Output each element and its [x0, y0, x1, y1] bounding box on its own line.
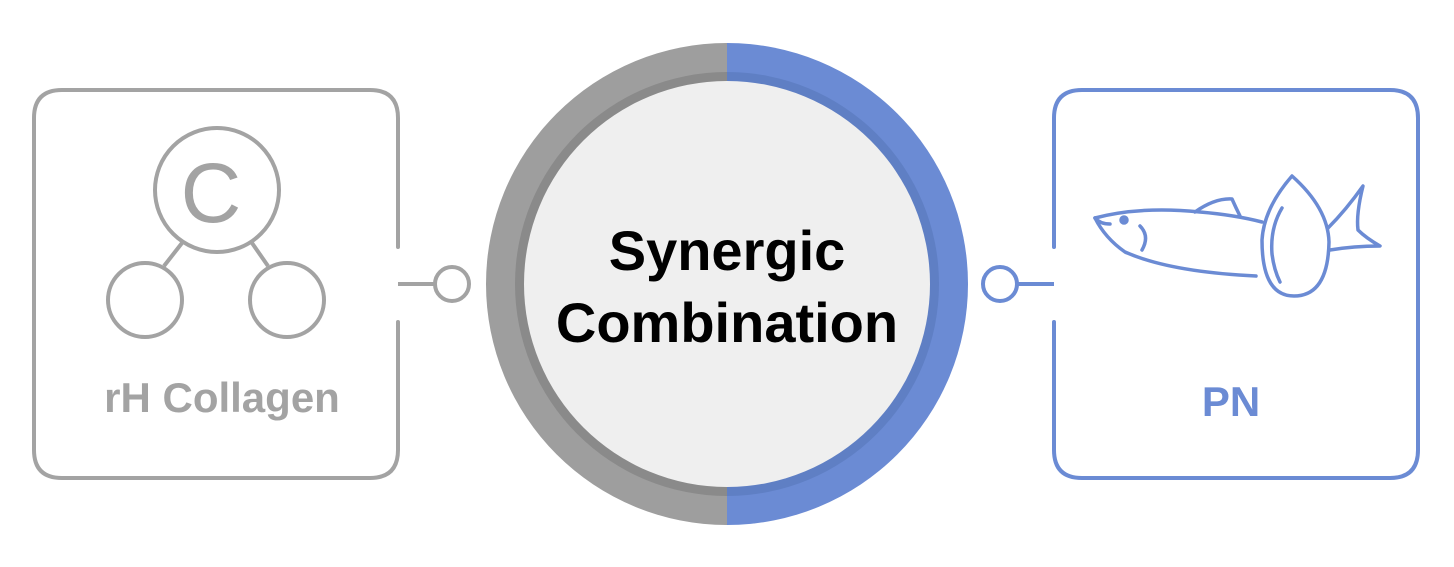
collagen-molecule-icon: [106, 126, 326, 339]
left-card: C rH Collagen: [32, 88, 471, 480]
center-fill: [524, 81, 930, 487]
right-card-label: PN: [1202, 378, 1260, 425]
right-connector-node: [981, 265, 1019, 303]
left-card-border: [32, 88, 400, 480]
right-card-border: [1052, 88, 1420, 480]
left-card-label: rH Collagen: [104, 374, 340, 421]
center-title-line1: Synergic: [609, 219, 846, 282]
left-connector-node: [433, 265, 471, 303]
collagen-symbol: C: [181, 146, 242, 240]
center-circle: Synergic Combination: [486, 43, 968, 525]
salmon-droplet-icon: [1093, 174, 1382, 298]
center-title-line2: Combination: [556, 291, 898, 354]
right-card: PN: [981, 88, 1420, 480]
